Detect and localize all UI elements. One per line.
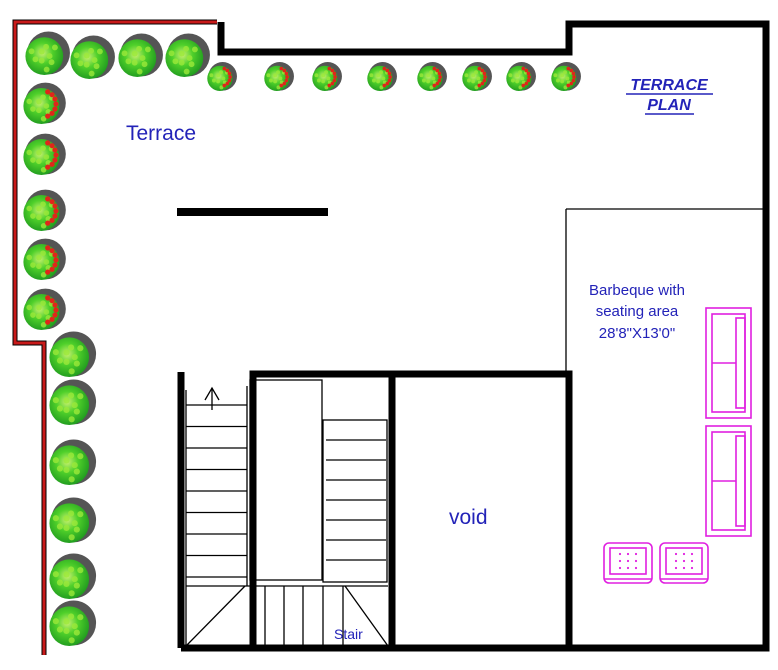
potted-plant-icon (23, 288, 66, 330)
void-label: void (449, 506, 488, 529)
potted-plant-icon (165, 33, 210, 77)
potted-plant-icon (49, 497, 97, 543)
potted-plant-icon (23, 189, 66, 231)
potted-plant-icon (49, 379, 97, 426)
potted-plant-icon (367, 62, 397, 91)
potted-plant-icon (23, 133, 66, 175)
plan-title-line2: PLAN (647, 97, 691, 114)
potted-plant-icon (49, 600, 97, 646)
barbeque-label-line2: seating area (596, 303, 679, 320)
potted-plant-icon (551, 62, 581, 91)
potted-plant-icon (23, 82, 66, 124)
sofa-icon (705, 307, 752, 537)
armchair-icon (603, 542, 709, 584)
potted-plant-icon (417, 62, 447, 91)
barbeque-label-line3: 28'8"X13'0" (599, 325, 675, 342)
potted-plant-icon (312, 62, 342, 91)
stair-label: Stair (334, 626, 363, 642)
potted-plant-icon (49, 331, 97, 378)
potted-plant-icon (23, 31, 581, 646)
potted-plant-icon (118, 33, 163, 77)
potted-plant-icon (207, 62, 237, 91)
potted-plant-icon (49, 439, 97, 486)
terrace-label: Terrace (126, 122, 196, 145)
potted-plant-icon (264, 62, 294, 91)
barbeque-label-line1: Barbeque with (589, 282, 685, 299)
potted-plant-icon (25, 31, 70, 75)
plan-title-line1: TERRACE (630, 77, 709, 94)
plan-title: TERRACE PLAN (626, 77, 713, 115)
barbeque-label: Barbeque with seating area 28'8"X13'0" (589, 282, 685, 342)
parapet-outline (12, 19, 217, 655)
potted-plant-icon (506, 62, 536, 91)
potted-plant-icon (49, 553, 97, 599)
potted-plant-icon (23, 238, 66, 280)
potted-plant-icon (462, 62, 492, 91)
stair-up-arrow-icon (204, 386, 220, 410)
staircase (185, 379, 389, 647)
potted-plant-icon (70, 35, 115, 79)
exterior-walls (177, 20, 770, 652)
